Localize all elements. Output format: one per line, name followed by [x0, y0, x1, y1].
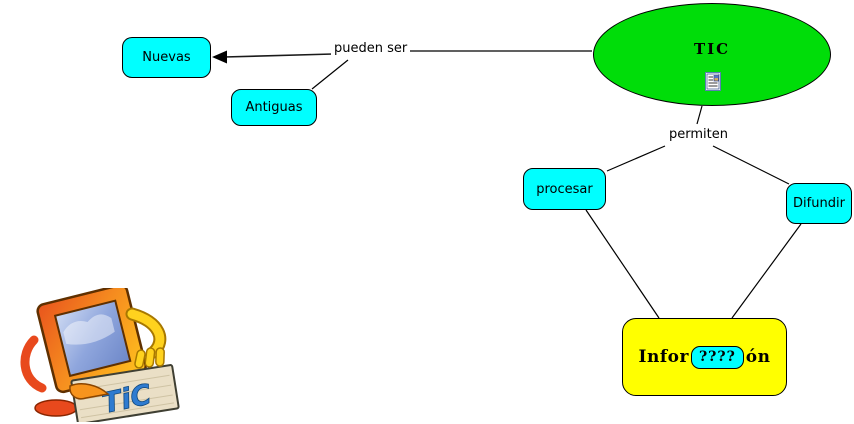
clipart-hand-fingers — [134, 347, 165, 369]
clipart-sign: TiC — [70, 364, 180, 422]
connector-permiten-procesar — [606, 145, 666, 172]
concept-node-antiguas[interactable]: Antiguas — [231, 89, 317, 126]
connector-tic-permiten — [696, 105, 703, 125]
concept-node-nuevas[interactable]: Nuevas — [122, 37, 211, 78]
concept-node-procesar[interactable]: procesar — [523, 168, 606, 210]
tic-clipart-image: TiC — [20, 288, 180, 422]
concept-node-difundir[interactable]: Difundir — [786, 183, 852, 224]
arrowhead-nuevas — [212, 50, 227, 64]
clipart-right-arm — [127, 309, 165, 357]
connector-procesar-informacion — [585, 209, 660, 319]
concept-label-nuevas: Nuevas — [142, 50, 191, 65]
concept-label-antiguas: Antiguas — [245, 100, 303, 115]
clipart-left-arm — [20, 335, 47, 393]
link-label-pueden-ser[interactable]: pueden ser — [331, 41, 411, 56]
link-label-permiten[interactable]: permiten — [666, 127, 731, 142]
clipart-foot — [34, 399, 78, 417]
connector-difundir-informacion — [731, 223, 802, 319]
connector-puedenser-antiguas — [311, 59, 349, 90]
concept-label-procesar: procesar — [536, 181, 593, 197]
concept-node-tic[interactable]: TIC — [593, 3, 831, 106]
informacion-suffix: ón — [745, 347, 771, 367]
concept-node-informacion[interactable]: Infor ???? ón — [622, 318, 787, 396]
informacion-blank-box[interactable]: ???? — [690, 345, 744, 369]
connector-permiten-difundir — [712, 145, 790, 185]
connector-puedenser-nuevas — [223, 53, 334, 58]
concept-label-difundir: Difundir — [793, 196, 845, 211]
resource-icon[interactable] — [705, 72, 721, 91]
informacion-prefix: Infor — [638, 347, 689, 367]
concept-label-tic: TIC — [693, 40, 731, 58]
clipart-monitor — [36, 288, 147, 394]
clipart-pointing-hand — [69, 383, 110, 400]
